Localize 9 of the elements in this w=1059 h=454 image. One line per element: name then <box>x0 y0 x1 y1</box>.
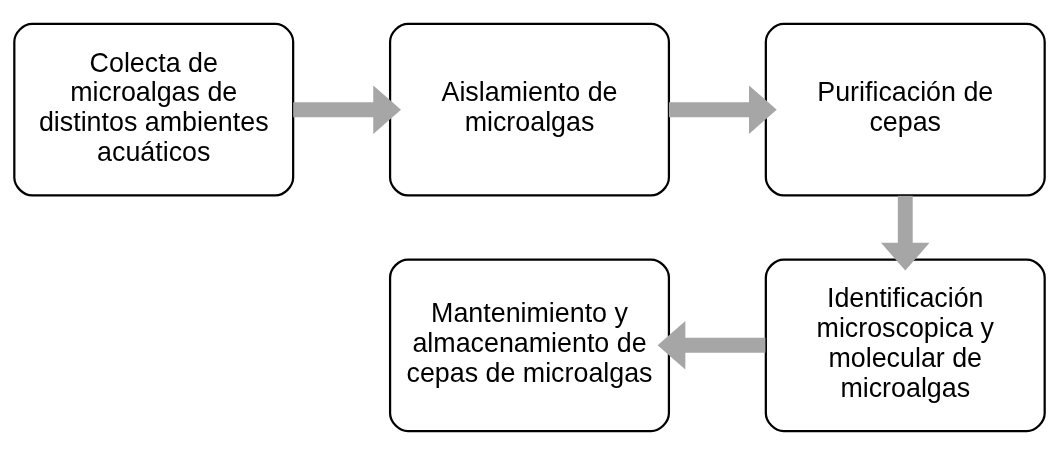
arrow <box>668 84 777 134</box>
node-box: Identificación microscopica y molecular de microalgas <box>764 257 1046 432</box>
node-box: Purificación de cepas <box>764 22 1046 197</box>
node-box: Mantenimiento y almacenamiento de cepas de microalgas <box>388 257 671 432</box>
arrow <box>293 84 401 134</box>
node-box: Aislamiento de microalgas <box>388 22 671 197</box>
node-box: Colecta de microalgas de distintos ambientes acuáticos <box>13 22 295 197</box>
arrow <box>881 195 930 271</box>
arrow <box>657 320 766 370</box>
